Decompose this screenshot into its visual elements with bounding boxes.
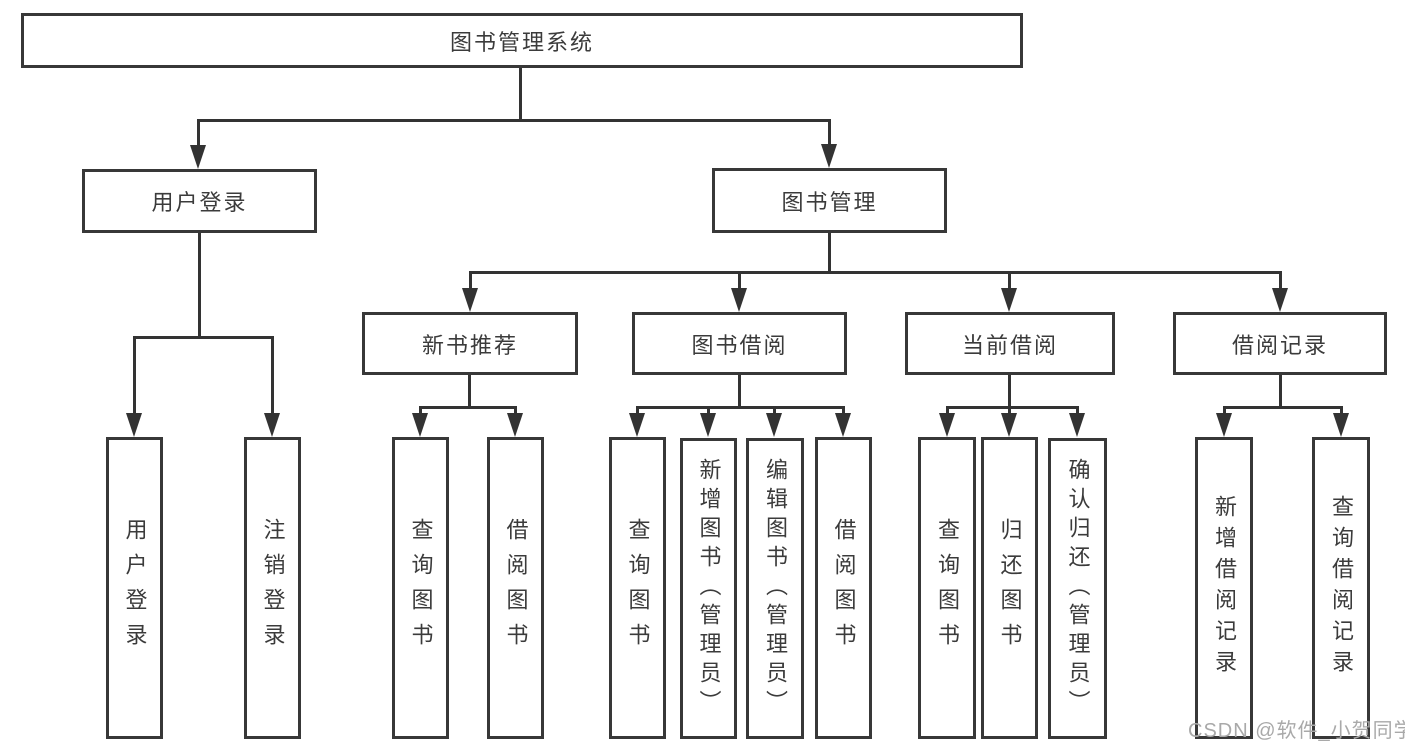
connector-line xyxy=(1223,406,1343,409)
connector-line xyxy=(468,375,471,409)
arrow-down-icon xyxy=(835,413,851,437)
connector-line xyxy=(271,336,274,415)
arrow-down-icon xyxy=(939,413,955,437)
connector-line xyxy=(469,271,1282,274)
connector-line xyxy=(636,406,845,409)
node-borrow-records: 借阅记录 xyxy=(1173,312,1387,375)
connector-line xyxy=(419,406,422,418)
leaf-edit-book-admin: 编辑图书（管理员） xyxy=(746,438,804,739)
node-book-borrow: 图书借阅 xyxy=(632,312,847,375)
connector-line xyxy=(1076,406,1079,418)
node-book-management: 图书管理 xyxy=(712,168,947,233)
arrow-down-icon xyxy=(700,413,716,437)
connector-line xyxy=(1279,271,1282,291)
connector-line xyxy=(828,119,831,146)
connector-line xyxy=(946,406,1079,409)
arrow-down-icon xyxy=(507,413,523,437)
leaf-query-books: 查询图书 xyxy=(609,437,666,739)
leaf-query-books: 查询图书 xyxy=(392,437,449,739)
arrow-down-icon xyxy=(1001,288,1017,312)
connector-line xyxy=(828,233,831,274)
arrow-down-icon xyxy=(190,145,206,169)
leaf-query-borrow-record: 查询借阅记录 xyxy=(1312,437,1370,739)
connector-line xyxy=(1279,375,1282,409)
connector-line xyxy=(1008,406,1011,418)
arrow-down-icon xyxy=(1272,288,1288,312)
arrow-down-icon xyxy=(629,413,645,437)
node-new-book-recommend: 新书推荐 xyxy=(362,312,578,375)
connector-line xyxy=(636,406,639,418)
arrow-down-icon xyxy=(821,144,837,168)
connector-line xyxy=(419,406,517,409)
connector-line xyxy=(198,233,201,339)
node-current-borrow: 当前借阅 xyxy=(905,312,1115,375)
connector-line xyxy=(1340,406,1343,418)
connector-line xyxy=(773,406,776,418)
arrow-down-icon xyxy=(264,413,280,437)
connector-line xyxy=(514,406,517,418)
connector-line xyxy=(133,336,136,415)
csdn-watermark: CSDN @软件_小贺同学 xyxy=(1188,720,1405,742)
leaf-query-books: 查询图书 xyxy=(918,437,976,739)
leaf-add-borrow-record: 新增借阅记录 xyxy=(1195,437,1253,739)
leaf-user-login: 用户登录 xyxy=(106,437,163,739)
arrow-down-icon xyxy=(1333,413,1349,437)
connector-line xyxy=(1008,271,1011,291)
connector-line xyxy=(197,119,831,122)
arrow-down-icon xyxy=(766,413,782,437)
leaf-return-book: 归还图书 xyxy=(981,437,1038,739)
connector-line xyxy=(1223,406,1226,418)
arrow-down-icon xyxy=(1001,413,1017,437)
connector-line xyxy=(133,336,274,339)
leaf-borrow-books: 借阅图书 xyxy=(487,437,544,739)
arrow-down-icon xyxy=(1216,413,1232,437)
arrow-down-icon xyxy=(1069,413,1085,437)
leaf-logout: 注销登录 xyxy=(244,437,301,739)
arrow-down-icon xyxy=(731,288,747,312)
connector-line xyxy=(946,406,949,418)
connector-line xyxy=(1008,375,1011,409)
leaf-add-book-admin: 新增图书（管理员） xyxy=(680,438,737,739)
connector-line xyxy=(738,375,741,409)
arrow-down-icon xyxy=(126,413,142,437)
node-root-library-system: 图书管理系统 xyxy=(21,13,1023,68)
arrow-down-icon xyxy=(462,288,478,312)
connector-line xyxy=(469,271,472,291)
connector-line xyxy=(519,68,522,122)
node-user-login: 用户登录 xyxy=(82,169,317,233)
arrow-down-icon xyxy=(412,413,428,437)
leaf-confirm-return-admin: 确认归还（管理员） xyxy=(1048,438,1107,739)
connector-line xyxy=(707,406,710,418)
leaf-borrow-books: 借阅图书 xyxy=(815,437,872,739)
connector-line xyxy=(842,406,845,418)
connector-line xyxy=(738,271,741,291)
connector-line xyxy=(197,119,200,147)
